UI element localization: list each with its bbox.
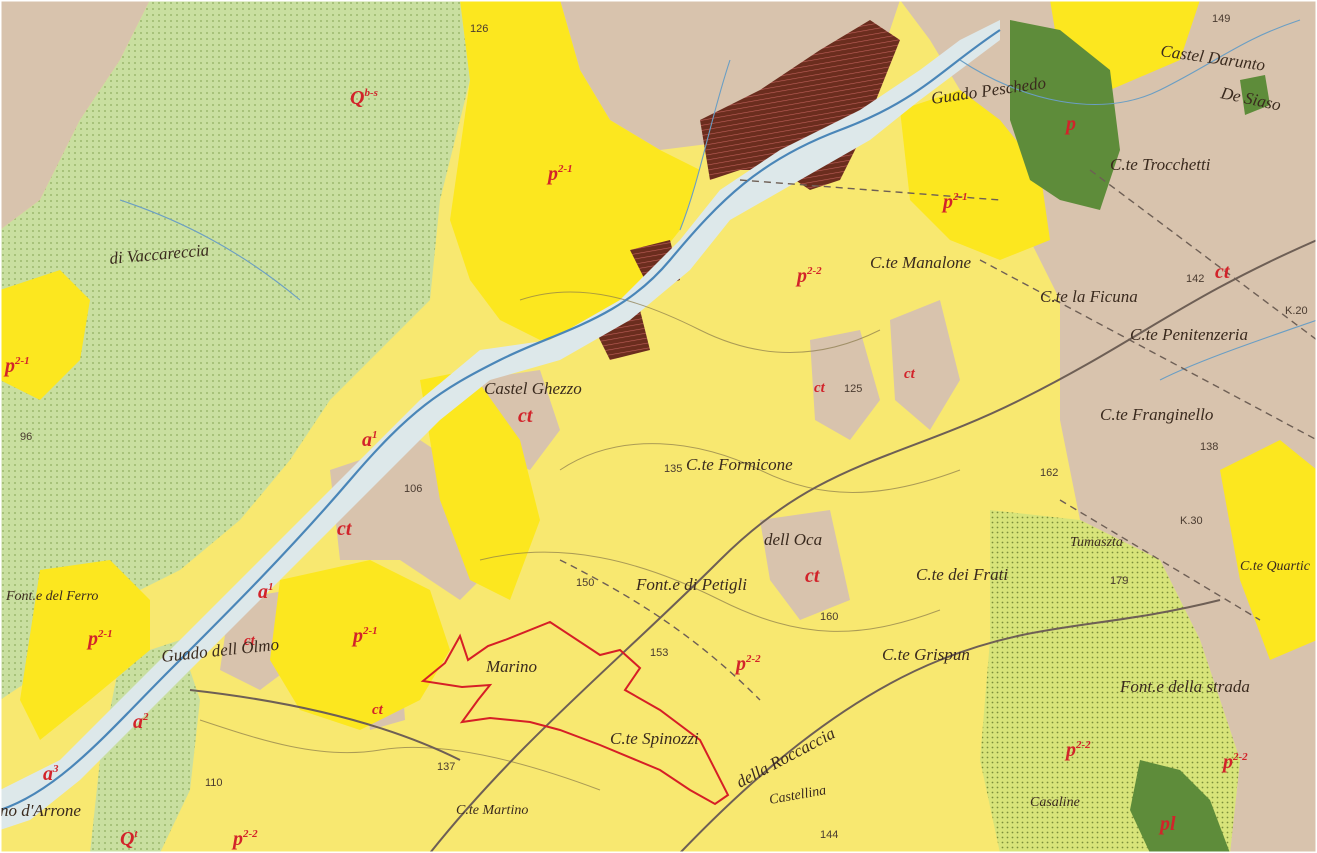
unit-label-pm: p2-2 [1064, 739, 1091, 761]
elevation-label: 149 [1212, 13, 1230, 25]
main-river [0, 29, 1001, 812]
unit-label-p21-olmo: p2-1 [351, 625, 378, 647]
elevation-label: 162 [1040, 467, 1058, 479]
elevation-label: 126 [470, 23, 488, 35]
unit-label-p21-river: p2-1 [86, 628, 113, 650]
elevation-label: 153 [650, 647, 668, 659]
elevation-label: 110 [205, 777, 223, 789]
elevation-label: 137 [437, 761, 455, 773]
q-terrace-southwest [90, 640, 200, 853]
place-font-della-strada: Font.e della strada [1119, 677, 1250, 696]
track-1 [979, 259, 1317, 441]
p21-region-olmo [270, 560, 450, 730]
elevation-label: 96 [20, 431, 32, 443]
unit-label-ct-marino: ct [372, 702, 384, 718]
site-boundary[interactable] [420, 620, 730, 806]
place-dell-oca: dell Oca [764, 530, 822, 549]
place-grispun: C.te Grispun [882, 645, 970, 664]
unit-label-p21-west: p2-1 [3, 355, 30, 377]
elevation-label: 125 [844, 383, 862, 395]
place-c-dei-frati: C.te dei Frati [916, 565, 1008, 584]
ct-region-north [560, 0, 900, 150]
unit-label-ct-mid1: ct [814, 380, 826, 396]
elevation-label: K.30 [1180, 515, 1203, 527]
unit-label-ct-olmo: ct [244, 633, 256, 649]
dark-green-region-ne [1010, 20, 1120, 210]
unit-label-p21-north: p2-1 [546, 163, 573, 185]
place-font-di-petigli: Font.e di Petigli [635, 575, 747, 594]
elevation-label: 135 [664, 463, 682, 475]
stream-ne [959, 19, 1301, 105]
unit-label-a1-small: a1 [258, 581, 274, 603]
contour-line-3 [519, 291, 881, 353]
p21-region-east [1220, 440, 1317, 660]
elevation-label: 179 [1110, 575, 1128, 587]
p21-region-center [420, 370, 540, 600]
unit-label-q-southwest: Qt [120, 828, 138, 850]
unit-label-p22-sw: p2-2 [231, 828, 258, 850]
place-castel-ghezzo: Castel Ghezzo [484, 379, 582, 398]
unit-label-a3: a3 [43, 763, 59, 785]
p21-region-ne [900, 90, 1050, 260]
elevation-label: 138 [1200, 441, 1218, 453]
contour-line-4 [199, 719, 601, 791]
unit-label-ct-west: ct [337, 518, 353, 540]
unit-label-p22-east: p2-2 [1221, 751, 1248, 773]
unit-label-p21-ne: p2-1 [941, 191, 968, 213]
place-martino: C.te Martino [456, 803, 528, 818]
place-franginello: C.te Franginello [1100, 405, 1213, 424]
road-main-diagonal [429, 239, 1317, 853]
place-tumaszta: Tumaszta [1070, 535, 1123, 550]
unit-label-p22-center: p2-2 [795, 265, 822, 287]
dark-green-region-small [1240, 75, 1270, 115]
unit-label-q-terrace: Qb-s [350, 87, 378, 109]
elevation-label: 150 [576, 577, 594, 589]
unit-label-a2: a2 [133, 711, 149, 733]
place-formicone: C.te Formicone [686, 455, 793, 474]
q-terrace-west [0, 0, 470, 700]
unit-label-ct-oca: ct [805, 565, 821, 587]
place-font-del-ferro: Font.e del Ferro [5, 589, 98, 604]
place-penitenzeria: C.te Penitenzeria [1130, 325, 1248, 344]
place-casaline: Casaline [1030, 795, 1080, 810]
ct-region-oca [760, 510, 850, 620]
track-3 [739, 179, 1001, 201]
place-arrone: no d'Arrone [0, 801, 81, 820]
ct-region-mid1 [810, 330, 880, 440]
stream-north [679, 59, 731, 231]
unit-label-ct-mid2: ct [904, 366, 916, 382]
unit-label-p22-south: p2-2 [734, 653, 761, 675]
stream-east [1159, 319, 1317, 381]
place-trocchetti: C.te Trocchetti [1110, 155, 1211, 174]
unit-label-pl: pl [1158, 813, 1176, 835]
road-southwest [189, 689, 461, 761]
elevation-label: 144 [820, 829, 838, 841]
track-5 [1059, 499, 1261, 621]
ct-region-mid2 [890, 300, 960, 430]
contour-line-1 [559, 443, 961, 493]
unit-label-ct-castel: ct [518, 405, 534, 427]
ct-region-west-top [0, 0, 150, 230]
place-quartic: C.te Quartic [1240, 559, 1311, 574]
place-marino: Marino [485, 657, 537, 676]
elevation-label: K.20 [1285, 305, 1308, 317]
q-terrace-east [980, 510, 1240, 853]
stream-west [119, 199, 301, 301]
unit-label-a1: a1 [362, 429, 378, 451]
track-4 [559, 559, 761, 701]
contour-line-2 [479, 551, 941, 632]
p21-region-west [0, 270, 90, 400]
p21-region-river-left [20, 560, 150, 740]
place-c-spinozzi: C.te Spinozzi [610, 729, 699, 748]
place-la-ficuna: C.te la Ficuna [1040, 287, 1138, 306]
dark-green-region-se [1130, 760, 1230, 853]
place-manalone: C.te Manalone [870, 253, 971, 272]
elevation-label: 160 [820, 611, 838, 623]
unit-label-ct-east: ct [1215, 261, 1231, 283]
elevation-label: 106 [404, 483, 422, 495]
unit-label-p-dark-green: p [1064, 113, 1076, 135]
elevation-label: 142 [1186, 273, 1204, 285]
road-south [679, 599, 1221, 853]
